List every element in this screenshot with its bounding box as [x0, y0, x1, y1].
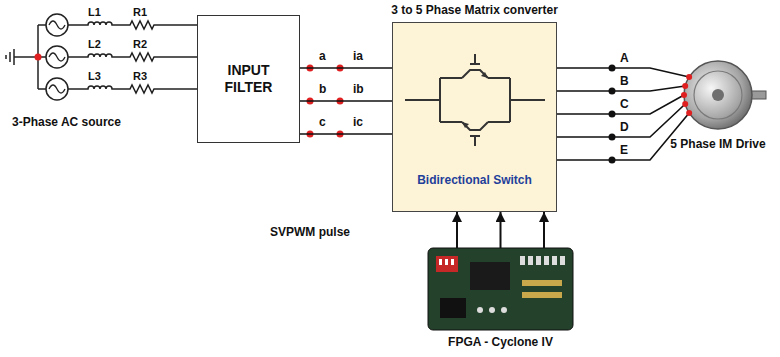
inductor-label: L1 — [88, 6, 101, 18]
inductor-label: L3 — [88, 70, 101, 82]
fpga-board: FPGA - Cyclone IV — [428, 248, 573, 330]
wire — [300, 133, 392, 135]
output-phase-label: A — [620, 52, 629, 65]
motor: 5 Phase IM Drive — [684, 61, 752, 129]
output-phase-label: B — [620, 75, 629, 88]
output-phase-label: D — [620, 121, 629, 134]
wire — [300, 67, 392, 69]
phase-label: c — [319, 116, 326, 129]
terminal-dot — [681, 92, 687, 98]
resistor-label: R1 — [133, 6, 147, 18]
converter-fill — [392, 22, 557, 212]
motor-label: 5 Phase IM Drive — [670, 137, 765, 151]
filter-box: INPUT FILTER — [197, 15, 300, 143]
terminal-dot — [682, 83, 688, 89]
source-label: 3-Phase AC source — [12, 116, 121, 129]
output-phase-label: C — [620, 98, 629, 111]
fpga-label: FPGA - Cyclone IV — [448, 335, 553, 349]
wire — [557, 113, 689, 160]
resistor-label: R3 — [133, 70, 147, 82]
current-label: ic — [353, 116, 363, 129]
wire — [300, 100, 392, 102]
current-label: ia — [353, 50, 363, 63]
converter-title: 3 to 5 Phase Matrix converter — [391, 3, 558, 17]
terminal-dot — [682, 101, 688, 107]
switch-label: Bidirectional Switch — [393, 173, 556, 187]
fpga-board-illustration — [428, 248, 573, 330]
sine-symbols — [49, 21, 65, 93]
switch-arrows — [462, 72, 488, 128]
inductor-label: L2 — [88, 38, 101, 50]
output-phase-label: E — [620, 144, 628, 157]
ground-symbol — [6, 25, 46, 89]
terminal-dot — [686, 110, 692, 116]
phase-label: b — [319, 83, 326, 96]
phase-wires — [68, 21, 197, 93]
signal-arrow — [500, 212, 502, 248]
current-label: ib — [353, 83, 364, 96]
resistor-label: R2 — [133, 38, 147, 50]
bidirectional-switch-symbol — [405, 54, 545, 146]
converter-box: 3 to 5 Phase Matrix converterBidirection… — [392, 22, 557, 212]
signal-arrow — [543, 212, 545, 248]
motor-illustration — [684, 61, 766, 129]
neutral-dot — [35, 54, 42, 61]
wire — [557, 95, 684, 114]
signal-label: SVPWM pulse — [270, 226, 350, 239]
ac-sources — [46, 14, 68, 100]
terminal-dot — [686, 74, 692, 80]
box-label: INPUT FILTER — [214, 62, 284, 96]
signal-arrow — [456, 212, 458, 248]
phase-label: a — [319, 50, 326, 63]
